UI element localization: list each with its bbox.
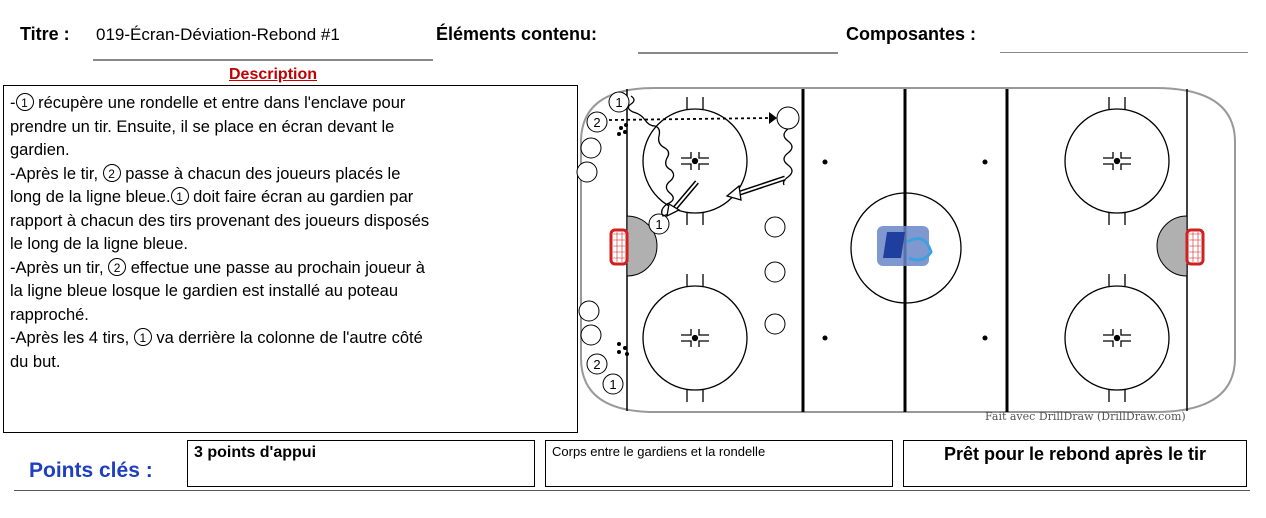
- description-text-segment: le long de la ligne bleue.: [10, 235, 188, 253]
- player-label: 2: [593, 357, 600, 372]
- faceoff-circle-top-left: [642, 97, 748, 225]
- description-text-segment: du but.: [10, 352, 61, 371]
- description-line: du but.: [10, 351, 571, 375]
- skate-path-1: [627, 95, 676, 217]
- description-line: -Après un tir, 2 effectue une passe au p…: [10, 257, 571, 281]
- description-line: -1 récupère une rondelle et entre dans l…: [10, 92, 571, 116]
- titre-label: Titre :: [20, 24, 70, 44]
- shot-arrow: [736, 177, 786, 195]
- elements-field[interactable]: [638, 22, 838, 54]
- center-logo: [877, 226, 933, 266]
- description-text-segment: la ligne bleue losque le gardien est ins…: [10, 282, 399, 300]
- player-number-icon: 2: [108, 257, 127, 276]
- player-label: 1: [655, 217, 662, 232]
- description-box: -1 récupère une rondelle et entre dans l…: [3, 85, 578, 433]
- key-point-1-text: 3 points d'appui: [194, 444, 317, 461]
- description-line: la ligne bleue losque le gardien est ins…: [10, 280, 571, 304]
- faceoff-circle-top-right: [1064, 97, 1170, 225]
- description-text: -1 récupère une rondelle et entre dans l…: [10, 92, 571, 374]
- crease-right: [1156, 215, 1188, 277]
- player-label: 1: [615, 95, 622, 110]
- net-right: [1185, 228, 1205, 266]
- player-number-icon: 1: [15, 93, 34, 111]
- description-line: prendre un tir. Ensuite, il se place en …: [10, 116, 571, 140]
- center-circle: [850, 192, 962, 304]
- description-text-segment: récupère une rondelle et entre dans l'en…: [33, 94, 406, 112]
- description-text-segment: doit faire écran au gardien par: [188, 188, 414, 206]
- description-line: gardien.: [10, 139, 571, 163]
- description-line: long de la ligne bleue.1 doit faire écra…: [10, 186, 571, 210]
- titre-value: 019-Écran-Déviation-Rebond #1: [96, 25, 340, 44]
- titre-underline: [93, 59, 433, 61]
- description-text-segment: rapproché.: [10, 305, 89, 324]
- player-label: 1: [609, 377, 616, 392]
- crease-left: [626, 215, 658, 277]
- description-text-segment: prendre un tir. Ensuite, il se place en …: [10, 117, 395, 136]
- description-text-segment: va derrière la colonne de l'autre côté: [151, 329, 423, 347]
- skate-path-2: [782, 128, 793, 186]
- description-line: -Après les 4 tirs, 1 va derrière la colo…: [10, 327, 571, 351]
- description-heading: Description: [229, 66, 318, 83]
- key-point-2: Corps entre le gardiens et la rondelle: [545, 440, 893, 487]
- composantes-label: Composantes :: [846, 24, 977, 44]
- description-text-segment: effectue une passe au prochain joueur à: [126, 258, 425, 277]
- description-text-segment: gardien.: [10, 141, 70, 159]
- bottom-rule: [14, 490, 1250, 491]
- player-number-icon: 1: [170, 187, 189, 205]
- player-circles: [576, 106, 800, 346]
- composantes-field[interactable]: [1000, 22, 1248, 53]
- description-text-segment: -: [10, 94, 16, 112]
- net-left: [609, 228, 629, 266]
- key-point-3: Prêt pour le rebond après le tir: [903, 440, 1247, 487]
- key-point-1: 3 points d'appui: [187, 440, 535, 487]
- points-cles-label: Points clés :: [29, 459, 153, 482]
- player-label: 2: [593, 115, 600, 130]
- description-text-segment: -Après un tir,: [10, 258, 109, 277]
- description-line: le long de la ligne bleue.: [10, 233, 571, 257]
- neutral-dots: [822, 159, 988, 341]
- faceoff-circle-bottom-right: [1064, 274, 1170, 402]
- key-point-3-text: Prêt pour le rebond après le tir: [943, 444, 1207, 464]
- description-text-segment: passe à chacun des joueurs placés le: [120, 164, 401, 183]
- drilldraw-credit: Fait avec DrillDraw (DrillDraw.com): [985, 410, 1186, 423]
- player-number-icon: 1: [133, 328, 152, 346]
- description-line: rapproché.: [10, 304, 571, 328]
- elements-label: Éléments contenu:: [436, 24, 598, 44]
- description-text-segment: -Après le tir,: [10, 164, 103, 183]
- player-number-icon: 2: [102, 163, 121, 182]
- shot-arrow-2: [674, 181, 698, 209]
- key-point-2-text: Corps entre le gardiens et la rondelle: [552, 444, 766, 459]
- faceoff-circle-bottom-left: [642, 274, 748, 402]
- rink-diagram: 1 2 1 2 1 Fait avec DrillDraw (DrillDraw…: [576, 87, 1236, 423]
- description-line: rapport à chacun des tirs provenant des …: [10, 210, 571, 234]
- description-text-segment: -Après les 4 tirs,: [10, 329, 134, 347]
- description-text-segment: rapport à chacun des tirs provenant des …: [10, 211, 430, 230]
- pass-arrow: [608, 117, 770, 121]
- puck-piles: [617, 123, 629, 356]
- numbered-players: 1 2 1 2 1: [586, 91, 670, 395]
- description-line: -Après le tir, 2 passe à chacun des joue…: [10, 163, 571, 187]
- description-text-segment: long de la ligne bleue.: [10, 188, 171, 206]
- pass-arrowhead: [769, 112, 777, 124]
